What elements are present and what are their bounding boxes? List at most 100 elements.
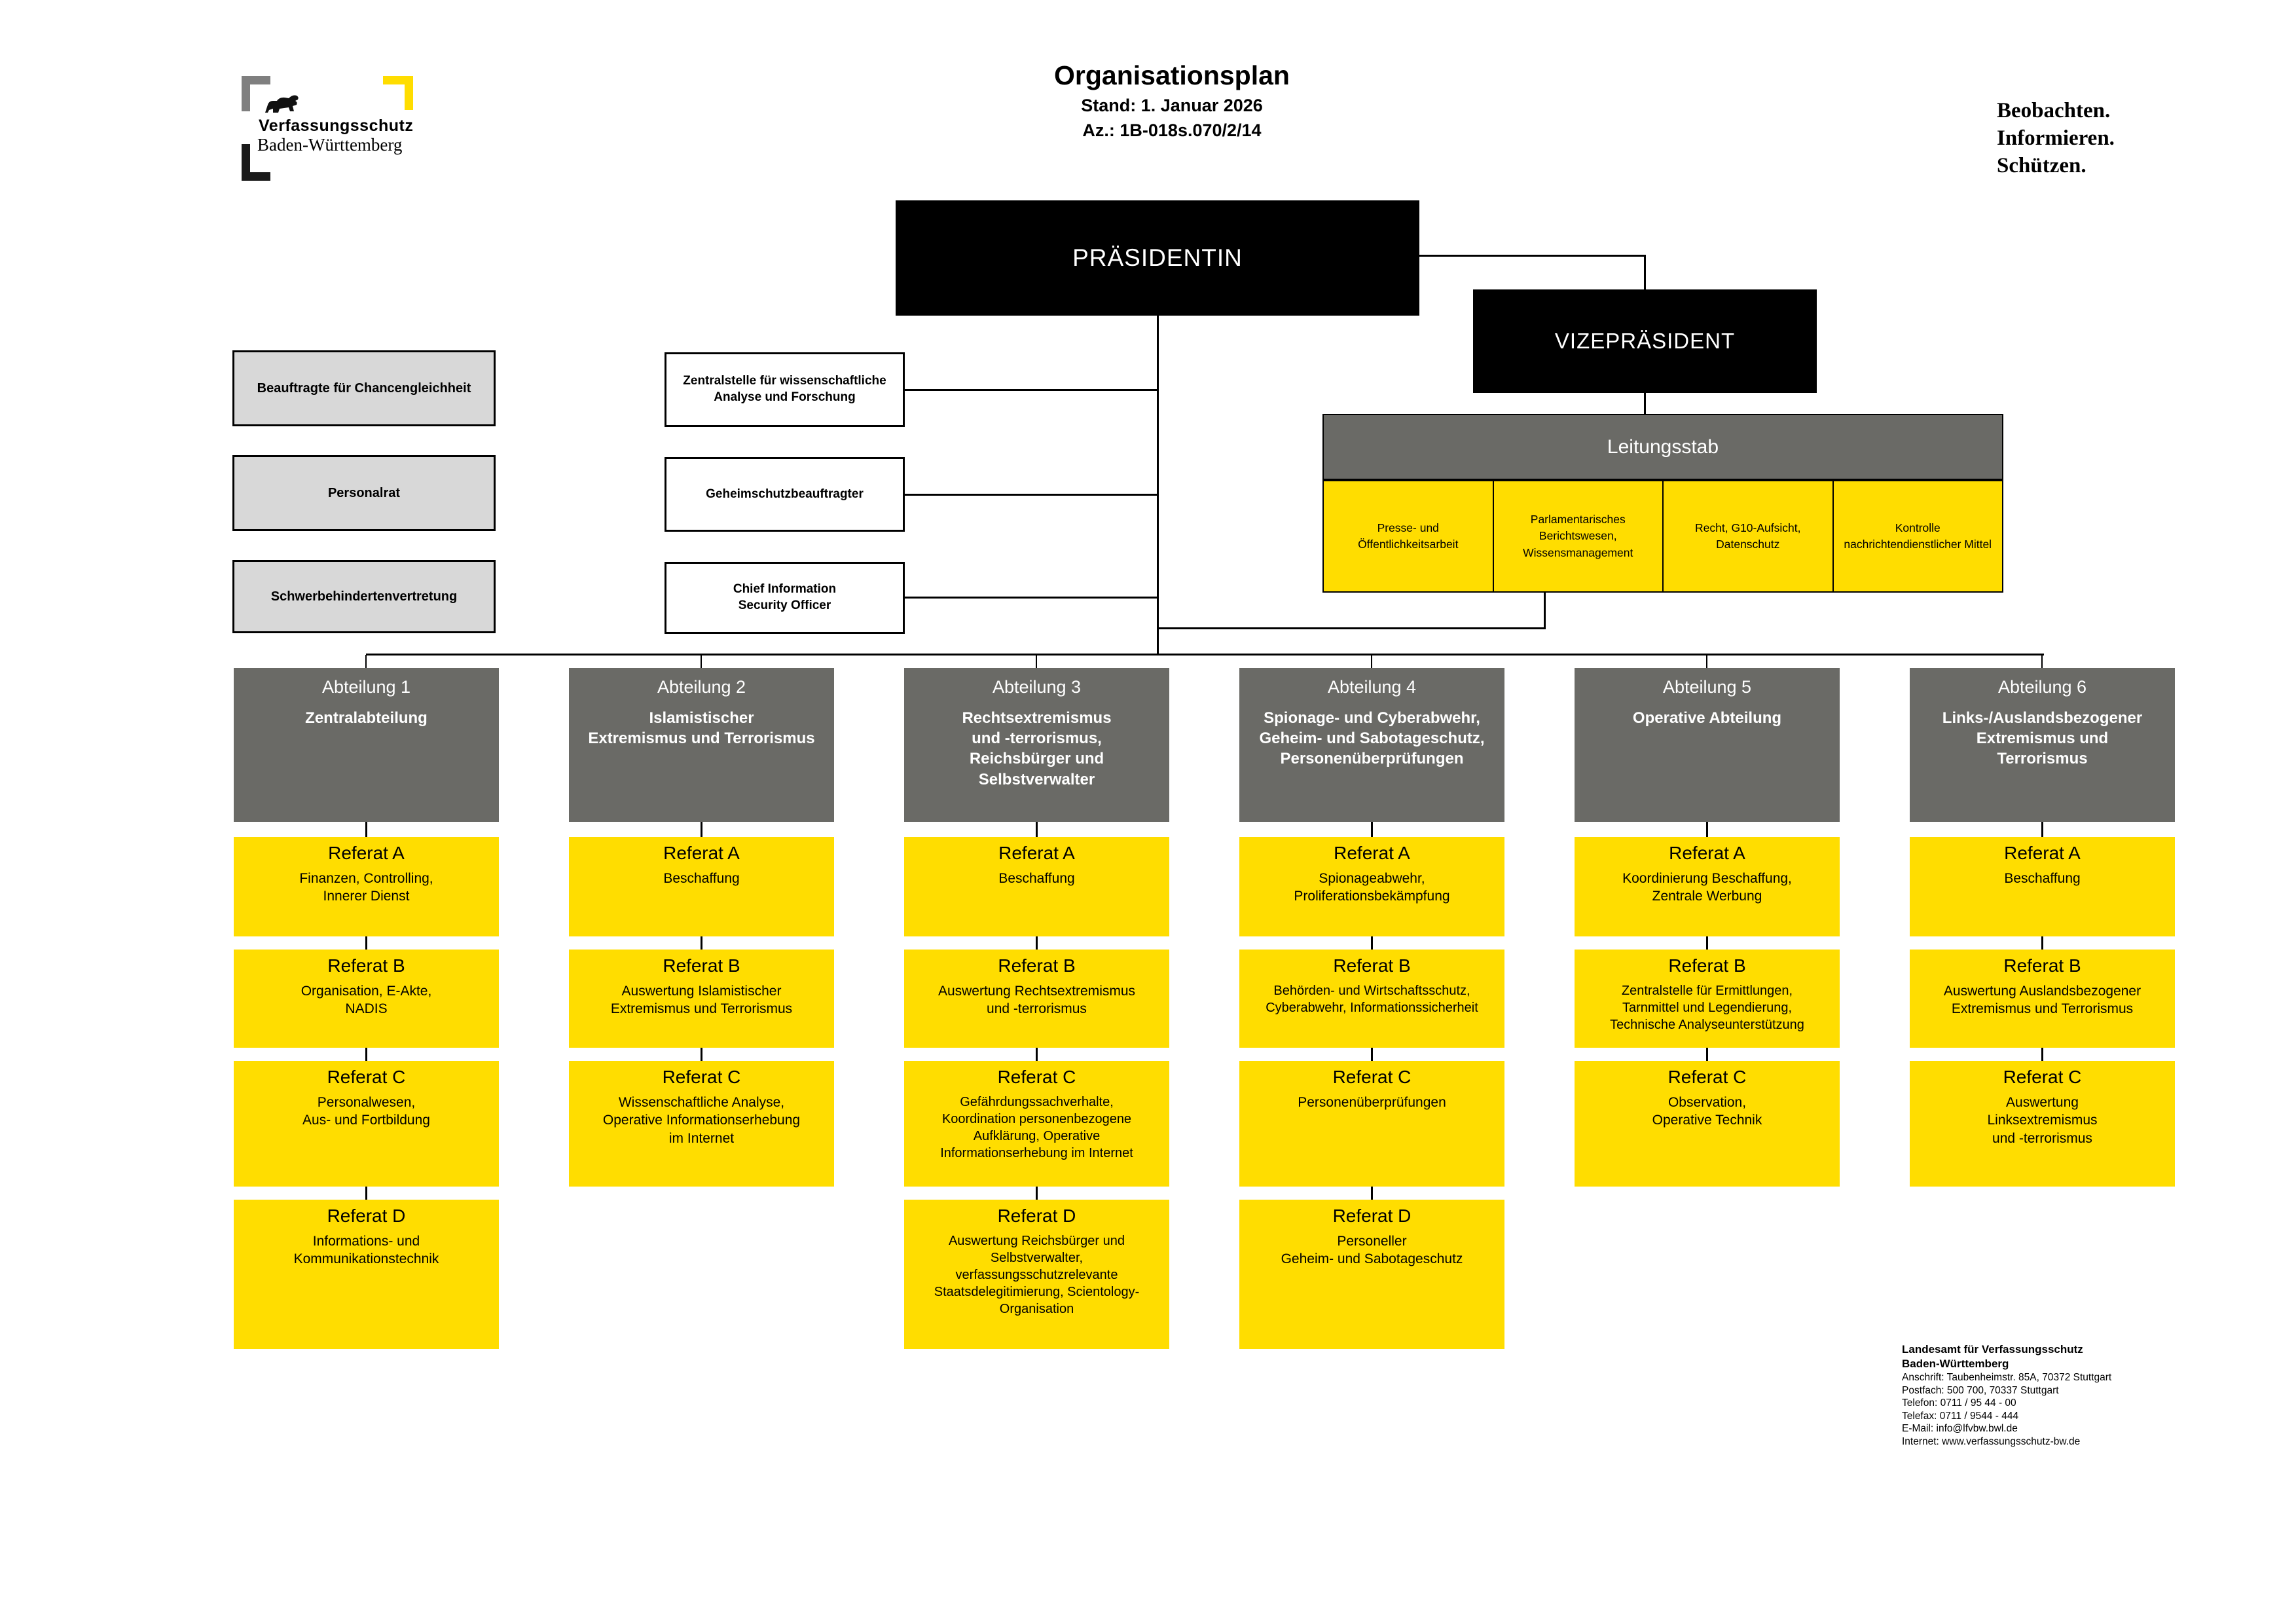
referat-title: Referat A: [1669, 843, 1745, 863]
contact-address: Anschrift: Taubenheimstr. 85A, 70372 Stu…: [1902, 1372, 2112, 1383]
connector-stub: [701, 1048, 702, 1061]
referat-description: Beschaffung: [663, 871, 740, 886]
connector-stub: [365, 936, 367, 950]
connector-stub-dept6: [2041, 655, 2043, 669]
referat-description: Finanzen, Controlling, Innerer Dienst: [299, 871, 433, 904]
contact-block: Landesamt für Verfassungsschutz Baden-Wü…: [1902, 1342, 2183, 1448]
connector-stub: [1036, 1187, 1038, 1200]
department-name: Operative Abteilung: [1632, 709, 1782, 727]
department-name: Rechtsextremismus und -terrorismus, Reic…: [962, 709, 1112, 788]
referat-box: Referat D Auswertung Reichsbürger und Se…: [904, 1200, 1169, 1349]
connector-stub: [365, 822, 367, 837]
department-name: Spionage- und Cyberabwehr, Geheim- und S…: [1259, 709, 1485, 768]
referat-title: Referat A: [998, 843, 1075, 863]
referat-description: Organisation, E-Akte, NADIS: [301, 984, 432, 1017]
department-column-2: Abteilung 2 Islamistischer Extremismus u…: [569, 668, 834, 1362]
connector-stub: [365, 1187, 367, 1200]
referat-title: Referat B: [998, 955, 1076, 976]
connector-stub: [1371, 1048, 1373, 1061]
connector-president-to-vice-horizontal: [1419, 255, 1646, 257]
referat-box: Referat A Spionageabwehr, Proliferations…: [1239, 837, 1504, 936]
leitungsstab-unit-parlament: Parlamentarisches Berichtswesen, Wissens…: [1492, 480, 1664, 593]
connector-stub: [1036, 822, 1038, 837]
referat-title: Referat D: [327, 1206, 406, 1226]
referat-description: Behörden- und Wirtschaftsschutz, Cyberab…: [1266, 984, 1478, 1015]
referat-description: Personeller Geheim- und Sabotageschutz: [1281, 1234, 1463, 1267]
referat-description: Gefährdungssachverhalte, Koordination pe…: [940, 1095, 1133, 1160]
slogan-line: Informieren.: [1997, 126, 2115, 150]
connector-stub: [1036, 1048, 1038, 1061]
connector-ciso: [903, 597, 1157, 599]
referat-box: Referat B Auswertung Islamistischer Extr…: [569, 950, 834, 1048]
staff-box-geheimschutzbeauftragter: Geheimschutzbeauftragter: [665, 457, 905, 532]
connector-vice-to-leitungsstab: [1644, 393, 1646, 414]
referat-description: Auswertung Islamistischer Extremismus un…: [610, 984, 793, 1017]
referat-title: Referat A: [2004, 843, 2081, 863]
logo-corner-black-icon: [242, 144, 270, 181]
referat-description: Personenüberprüfungen: [1298, 1095, 1446, 1110]
title-reference-number: Az.: 1B-018s.070/2/14: [1082, 120, 1262, 140]
connector-stub: [701, 822, 702, 837]
referat-title: Referat C: [1332, 1067, 1412, 1087]
department-number: Abteilung 5: [1662, 677, 1752, 697]
staff-box-ciso: Chief Information Security Officer: [665, 562, 905, 634]
connector-stub: [1371, 936, 1373, 950]
connector-stub: [1036, 936, 1038, 950]
referat-box: Referat D Informations- und Kommunikatio…: [234, 1200, 499, 1349]
contact-fax: Telefax: 0711 / 9544 - 444: [1902, 1410, 2019, 1422]
contact-agency-name-line2: Baden-Württemberg: [1902, 1357, 2009, 1370]
referat-title: Referat A: [663, 843, 740, 863]
department-header: Abteilung 2 Islamistischer Extremismus u…: [569, 668, 834, 822]
connector-stub: [1371, 822, 1373, 837]
referat-box: Referat A Beschaffung: [904, 837, 1169, 936]
referat-title: Referat B: [327, 955, 405, 976]
connector-geheimschutz: [903, 494, 1157, 496]
referat-title: Referat C: [327, 1067, 406, 1087]
department-name: Zentralabteilung: [305, 709, 428, 727]
connector-leitungsstab-vertical: [1544, 593, 1546, 629]
department-name: Links-/Auslandsbezogener Extremismus und…: [1942, 709, 2143, 768]
leitungsstab-units-row: Presse- und Öffentlichkeitsarbeit Parlam…: [1322, 480, 2003, 593]
vice-president-box: VIZEPRÄSIDENT: [1473, 289, 1817, 393]
slogan-line: Beobachten.: [1997, 99, 2111, 122]
connector-leitungsstab-horizontal: [1157, 627, 1546, 629]
connector-stub: [1706, 1048, 1708, 1061]
connector-stub: [2041, 936, 2043, 950]
referat-title: Referat D: [1332, 1206, 1412, 1226]
connector-stub: [2041, 822, 2043, 837]
staff-box-zentralstelle-analyse: Zentralstelle für wissenschaftliche Anal…: [665, 352, 905, 427]
referat-description: Auswertung Rechtsextremismus und -terror…: [938, 984, 1136, 1017]
contact-postbox: Postfach: 500 700, 70337 Stuttgart: [1902, 1384, 2059, 1396]
connector-stub: [1706, 822, 1708, 837]
logo-corner-yellow-icon: [383, 76, 413, 110]
referat-title: Referat B: [2003, 955, 2081, 976]
referat-box: Referat B Organisation, E-Akte, NADIS: [234, 950, 499, 1048]
department-header: Abteilung 3 Rechtsextremismus und -terro…: [904, 668, 1169, 822]
referat-title: Referat D: [997, 1206, 1076, 1226]
title-date: Stand: 1. Januar 2026: [1081, 96, 1263, 115]
connector-president-vertical: [1157, 316, 1159, 655]
referat-box: Referat A Koordinierung Beschaffung, Zen…: [1575, 837, 1840, 936]
logo-wordmark-line1: Verfassungsschutz: [259, 117, 414, 135]
leitungsstab-unit-recht: Recht, G10-Aufsicht, Datenschutz: [1662, 480, 1834, 593]
leitungsstab-unit-presse: Presse- und Öffentlichkeitsarbeit: [1322, 480, 1494, 593]
agency-logo: Verfassungsschutz Baden-Württemberg: [232, 59, 429, 190]
page-title: Organisationsplan: [1054, 60, 1290, 90]
contact-email: E-Mail: info@lfvbw.bwl.de: [1902, 1423, 2018, 1434]
department-number: Abteilung 4: [1327, 677, 1417, 697]
department-column-1: Abteilung 1 Zentralabteilung Referat A F…: [234, 668, 499, 1362]
referat-description: Observation, Operative Technik: [1652, 1095, 1762, 1128]
referat-box: Referat B Zentralstelle für Ermittlungen…: [1575, 950, 1840, 1048]
department-number: Abteilung 2: [657, 677, 746, 697]
referat-title: Referat C: [1667, 1067, 1747, 1087]
referat-title: Referat B: [1668, 955, 1746, 976]
referat-description: Informations- und Kommunikationstechnik: [293, 1234, 439, 1267]
contact-website: Internet: www.verfassungsschutz-bw.de: [1902, 1435, 2081, 1447]
referat-description: Beschaffung: [2004, 871, 2081, 886]
referat-title: Referat C: [662, 1067, 741, 1087]
referat-description: Spionageabwehr, Proliferationsbekämpfung: [1294, 871, 1450, 904]
referat-box: Referat B Auswertung Auslandsbezogener E…: [1910, 950, 2175, 1048]
connector-stub-dept1: [365, 655, 367, 669]
advisory-box-personalrat: Personalrat: [232, 455, 496, 531]
agency-slogan: Beobachten. Informieren. Schützen.: [1997, 97, 2115, 179]
